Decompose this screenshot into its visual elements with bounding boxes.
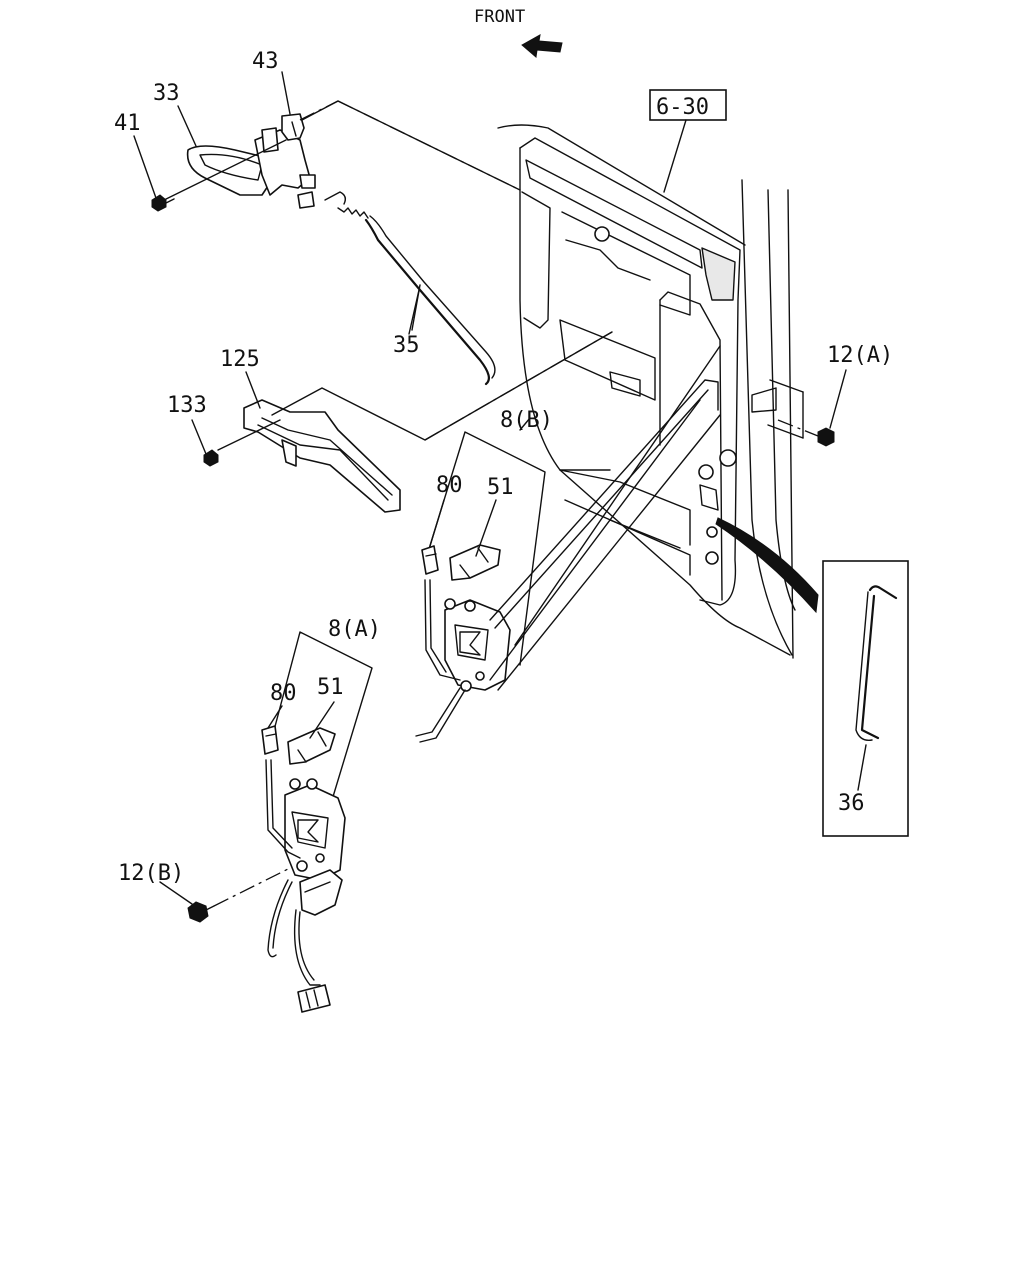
callout-33: 33 <box>153 81 180 106</box>
leader-lines <box>133 71 497 739</box>
callout-12b: 12(B) <box>118 861 184 886</box>
reference-box: 6-30 <box>649 89 727 193</box>
callout-41: 41 <box>114 111 141 136</box>
detail-box-part-36 <box>822 560 909 837</box>
callout-12a: 12(A) <box>827 343 893 368</box>
callout-125: 125 <box>220 347 260 372</box>
part-33-inside-handle <box>159 127 316 209</box>
front-label: FRONT <box>474 7 525 27</box>
reference-box-label: 6-30 <box>656 95 709 120</box>
part-133-screw <box>203 449 219 467</box>
part-43-clip <box>281 113 305 141</box>
callout-36: 36 <box>838 791 865 816</box>
callout-8a: 8(A) <box>328 617 381 642</box>
front-indicator: FRONT <box>474 7 563 58</box>
door-panel <box>497 124 819 659</box>
front-arrow-icon <box>521 34 563 58</box>
callout-51-a: 51 <box>317 675 344 700</box>
part-12a-screw <box>777 369 847 447</box>
part-125-bracket <box>217 331 613 513</box>
callout-labels: 43 33 41 35 125 133 12(A) 8(B) 80 51 8(A… <box>114 49 893 886</box>
callout-8b: 8(B) <box>500 408 553 433</box>
callout-80-a: 80 <box>270 681 297 706</box>
assembly-8a-door-lock <box>261 631 373 1013</box>
callout-133: 133 <box>167 393 207 418</box>
callout-43: 43 <box>252 49 279 74</box>
assembly-8b-door-lock <box>415 345 721 743</box>
part-41-screw <box>151 194 175 212</box>
callout-51-b: 51 <box>487 475 514 500</box>
callout-35: 35 <box>393 333 420 358</box>
callout-80-b: 80 <box>436 473 463 498</box>
part-12b-screw <box>159 867 291 923</box>
